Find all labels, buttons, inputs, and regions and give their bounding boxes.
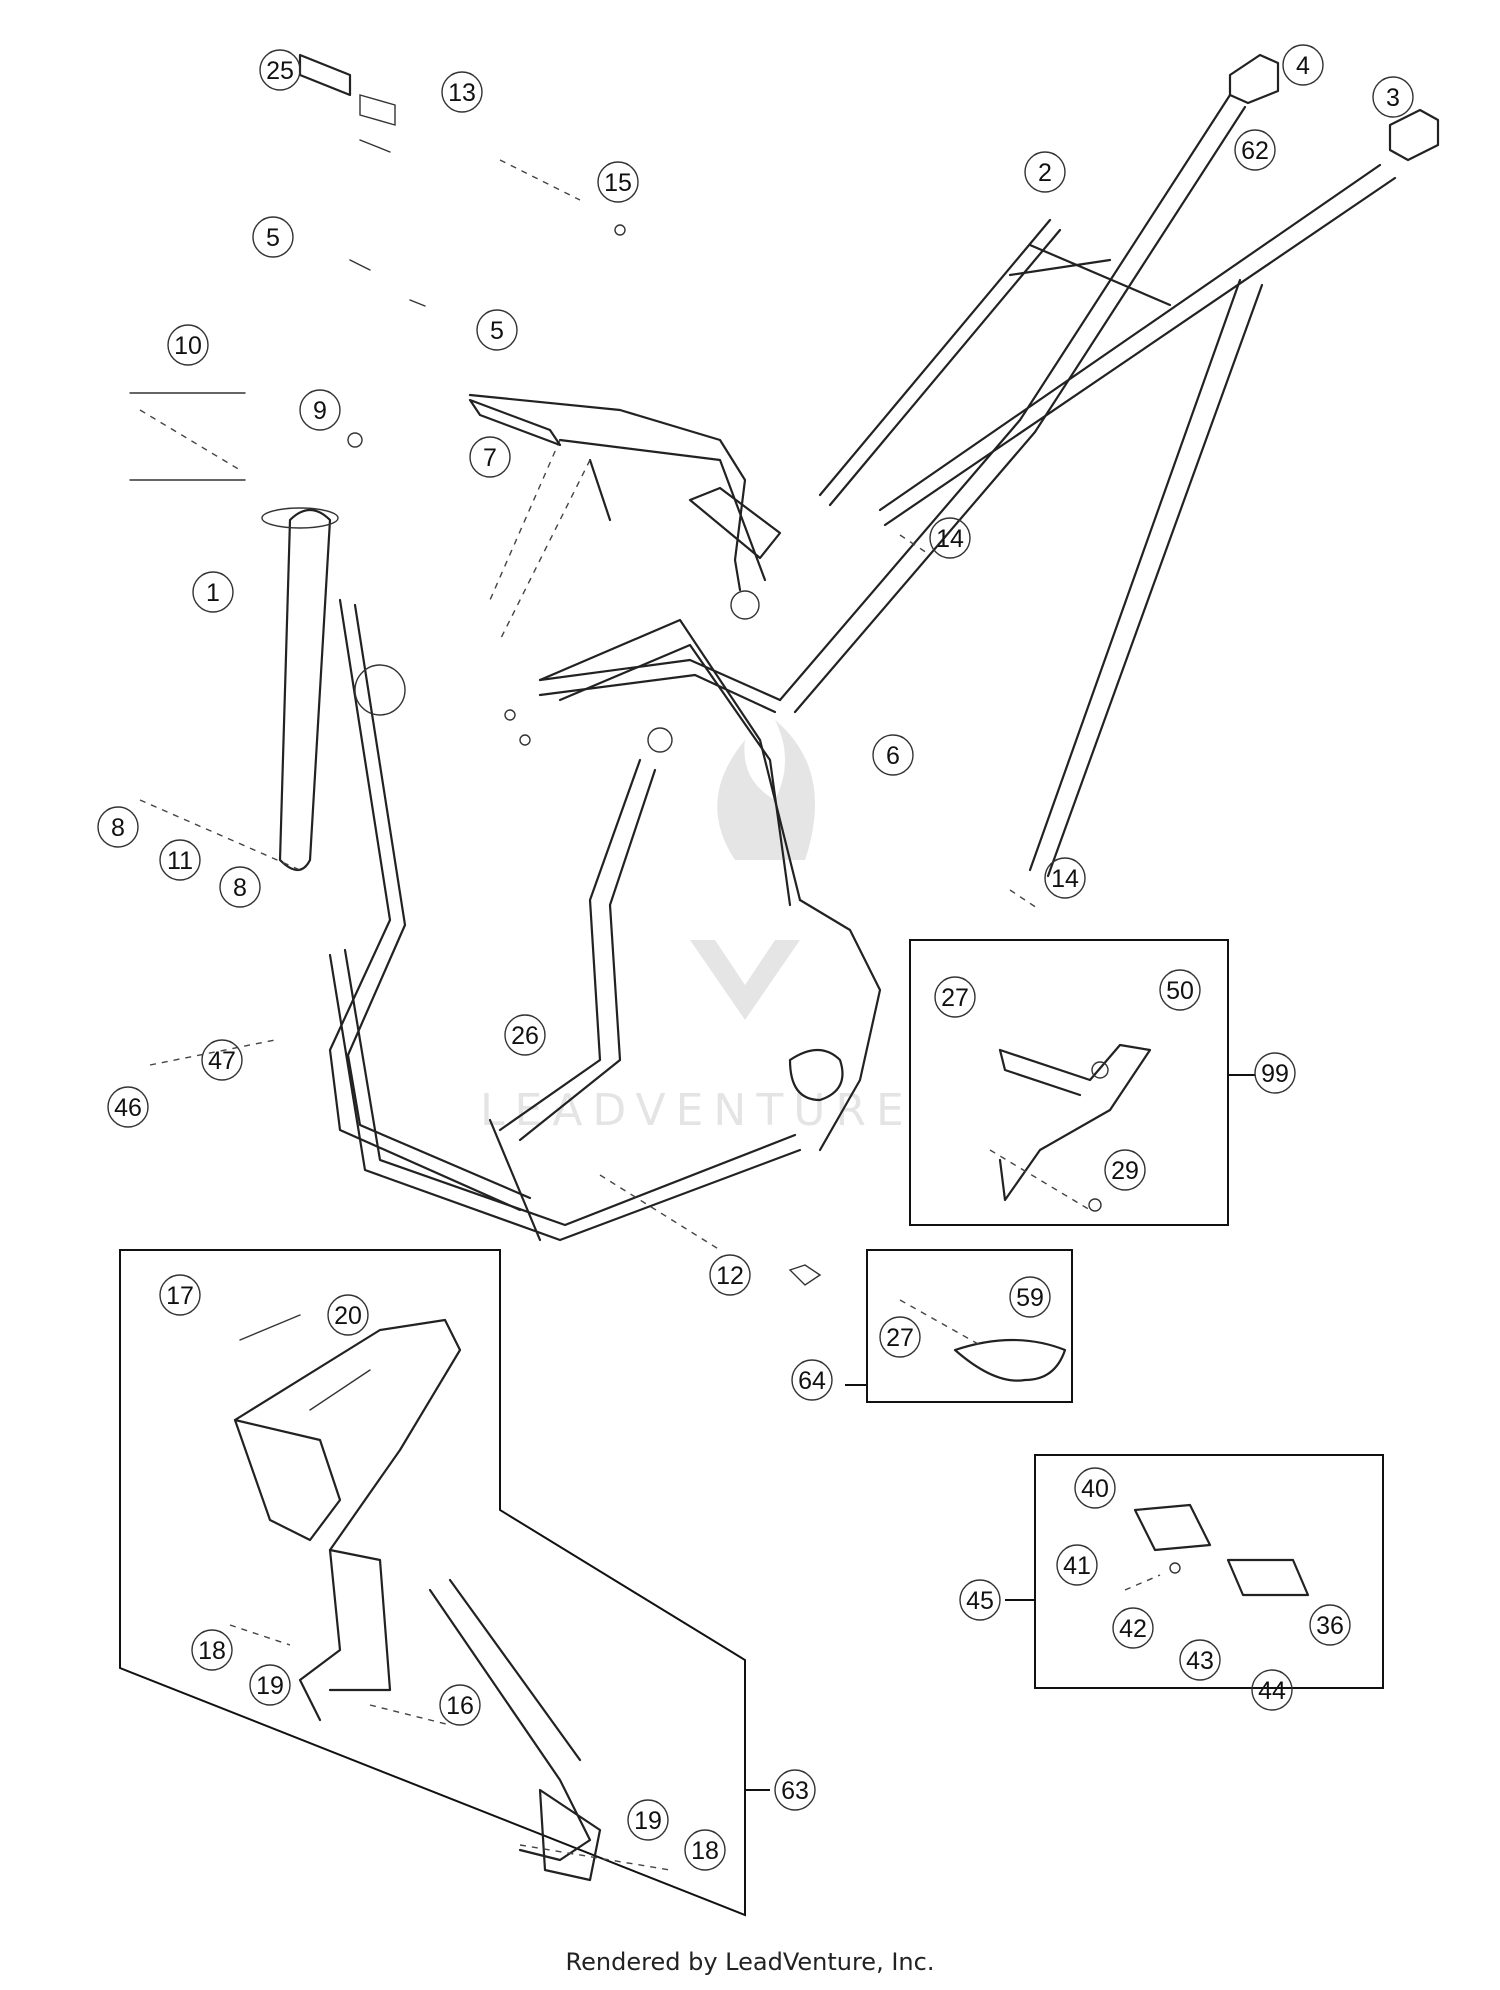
svg-text:15: 15 [604,169,632,197]
assembly-box-45 [1005,1454,1384,1689]
footer-credit: Rendered by LeadVenture, Inc. [565,1948,935,1976]
callout-7[interactable]: 7 [469,436,511,478]
callout-5b[interactable]: 5 [476,309,518,351]
callout-17[interactable]: 17 [159,1274,201,1316]
callout-10[interactable]: 10 [167,324,209,366]
svg-text:42: 42 [1119,1615,1147,1643]
svg-text:46: 46 [114,1094,142,1122]
callout-47[interactable]: 47 [201,1039,243,1081]
svg-text:47: 47 [208,1047,236,1075]
callout-46[interactable]: 46 [107,1086,149,1128]
svg-text:19: 19 [256,1672,284,1700]
svg-text:25: 25 [266,57,294,85]
callout-6[interactable]: 6 [872,734,914,776]
svg-text:1: 1 [206,579,220,607]
svg-text:8: 8 [233,874,247,902]
callout-99[interactable]: 99 [1254,1052,1296,1094]
svg-text:62: 62 [1241,137,1269,165]
callout-1[interactable]: 1 [192,571,234,613]
callout-44[interactable]: 44 [1251,1669,1293,1711]
callout-64[interactable]: 64 [791,1359,833,1401]
svg-text:LEADVENTURE: LEADVENTURE [480,1085,914,1136]
callout-19b[interactable]: 19 [627,1799,669,1841]
svg-text:29: 29 [1111,1157,1139,1185]
callout-27b[interactable]: 27 [879,1316,921,1358]
svg-text:45: 45 [966,1587,994,1615]
main-frame-drawing [129,53,1440,1286]
callout-20[interactable]: 20 [327,1294,369,1336]
svg-text:50: 50 [1166,977,1194,1005]
callout-2[interactable]: 2 [1024,151,1066,193]
callout-26[interactable]: 26 [504,1014,546,1056]
callout-15[interactable]: 15 [597,161,639,203]
callout-36[interactable]: 36 [1309,1604,1351,1646]
svg-text:27: 27 [941,984,969,1012]
callout-25[interactable]: 25 [259,49,301,91]
callout-62[interactable]: 62 [1234,129,1276,171]
svg-text:19: 19 [634,1807,662,1835]
callout-18b[interactable]: 18 [684,1829,726,1871]
svg-text:7: 7 [483,444,497,472]
svg-text:27: 27 [886,1324,914,1352]
svg-text:14: 14 [1051,865,1079,893]
svg-text:18: 18 [691,1837,719,1865]
svg-text:4: 4 [1296,52,1310,80]
svg-text:59: 59 [1016,1284,1044,1312]
callout-41[interactable]: 41 [1056,1544,1098,1586]
assembly-box-63 [119,1249,770,1917]
svg-text:26: 26 [511,1022,539,1050]
callout-4[interactable]: 4 [1282,44,1324,86]
callout-43[interactable]: 43 [1179,1639,1221,1681]
callout-14b[interactable]: 14 [1044,857,1086,899]
svg-text:44: 44 [1258,1677,1286,1705]
callout-5a[interactable]: 5 [252,216,294,258]
svg-text:99: 99 [1261,1060,1289,1088]
svg-text:8: 8 [111,814,125,842]
svg-text:3: 3 [1386,84,1400,112]
callout-42[interactable]: 42 [1112,1607,1154,1649]
svg-text:16: 16 [446,1692,474,1720]
callout-63[interactable]: 63 [774,1769,816,1811]
callouts: 25 13 15 5 5 10 9 7 1 4 3 62 2 14 6 14 8… [97,44,1414,1871]
callout-18a[interactable]: 18 [191,1629,233,1671]
svg-text:6: 6 [886,742,900,770]
callout-8b[interactable]: 8 [219,866,261,908]
svg-text:5: 5 [266,224,280,252]
svg-text:63: 63 [781,1777,809,1805]
svg-text:17: 17 [166,1282,194,1310]
svg-text:36: 36 [1316,1612,1344,1640]
svg-text:18: 18 [198,1637,226,1665]
svg-text:9: 9 [313,397,327,425]
callout-59[interactable]: 59 [1009,1276,1051,1318]
callout-3[interactable]: 3 [1372,76,1414,118]
svg-text:12: 12 [716,1262,744,1290]
callout-12[interactable]: 12 [709,1254,751,1296]
svg-text:10: 10 [174,332,202,360]
callout-13[interactable]: 13 [441,71,483,113]
svg-text:40: 40 [1081,1475,1109,1503]
callout-19a[interactable]: 19 [249,1664,291,1706]
svg-text:14: 14 [936,525,964,553]
assembly-box-64 [845,1249,1073,1403]
callout-11[interactable]: 11 [159,839,201,881]
svg-text:2: 2 [1038,159,1052,187]
svg-text:20: 20 [334,1302,362,1330]
svg-text:64: 64 [798,1367,826,1395]
callout-40[interactable]: 40 [1074,1467,1116,1509]
svg-text:13: 13 [448,79,476,107]
callout-50[interactable]: 50 [1159,969,1201,1011]
callout-8a[interactable]: 8 [97,806,139,848]
callout-29[interactable]: 29 [1104,1149,1146,1191]
callout-14a[interactable]: 14 [929,517,971,559]
svg-text:5: 5 [490,317,504,345]
assembly-box-99 [909,939,1255,1226]
svg-text:11: 11 [167,847,193,875]
callout-9[interactable]: 9 [299,389,341,431]
svg-text:43: 43 [1186,1647,1214,1675]
callout-16[interactable]: 16 [439,1684,481,1726]
callout-27a[interactable]: 27 [934,976,976,1018]
callout-45[interactable]: 45 [959,1579,1001,1621]
svg-text:41: 41 [1063,1552,1091,1580]
